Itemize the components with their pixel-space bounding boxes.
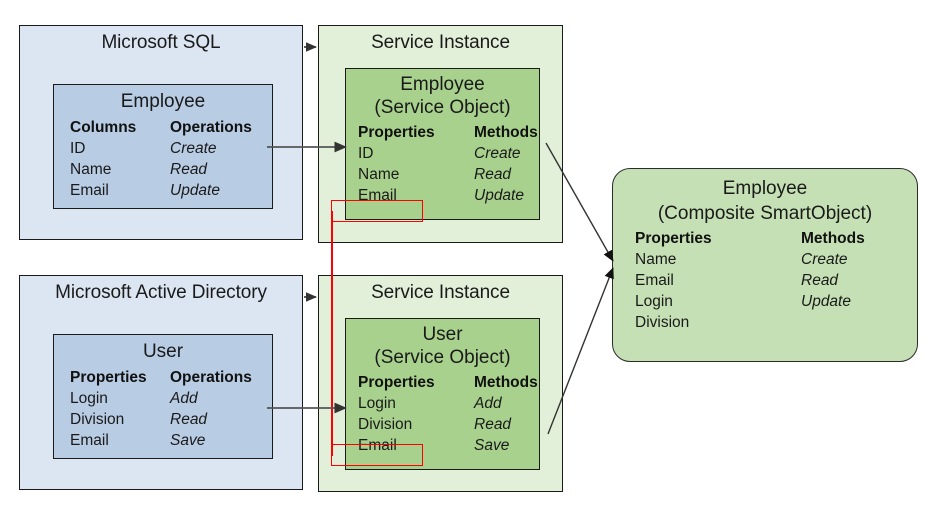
column-left-composite: Properties Name Email Login Division: [635, 228, 712, 333]
item-id: ID: [70, 140, 86, 157]
item-read: Read: [474, 416, 512, 433]
item-email: Email: [70, 182, 109, 199]
object-name-sql-employee: Employee: [120, 91, 206, 112]
header-methods: Methods: [474, 374, 538, 391]
item-name: Name: [70, 161, 112, 178]
header-columns: Columns: [70, 119, 137, 136]
source-title-active-directory: Microsoft Active Directory: [55, 282, 267, 303]
composite-smartobject-box: Employee (Composite SmartObject) Propert…: [612, 168, 918, 362]
item-create: Create: [801, 251, 848, 268]
item-division: Division: [635, 314, 690, 331]
column-left-ad-user: Properties Login Division Email: [70, 367, 147, 451]
column-right-service-employee: Methods Create Read Update: [474, 122, 538, 206]
object-table-ad-user: User Properties Login Division Email Ope…: [53, 334, 273, 459]
item-login: Login: [358, 395, 396, 412]
highlight-email-user: [331, 444, 423, 466]
header-properties: Properties: [358, 374, 435, 391]
column-right-ad-user: Operations Add Read Save: [170, 367, 252, 451]
item-add: Add: [170, 390, 198, 407]
item-email: Email: [358, 187, 397, 204]
column-left-service-user: Properties Login Division Email: [358, 372, 435, 456]
item-save: Save: [170, 432, 206, 449]
header-methods: Methods: [474, 124, 538, 141]
service-object-subtitle-employee: (Service Object): [374, 97, 511, 118]
item-save: Save: [474, 437, 510, 454]
item-login: Login: [70, 390, 108, 407]
item-login: Login: [635, 293, 673, 310]
source-box-sql: Microsoft SQL Employee Columns ID Name E…: [19, 25, 303, 240]
composite-name: Employee: [722, 178, 808, 199]
column-right-composite: Methods Create Read Update: [801, 228, 865, 312]
service-instance-title-user: Service Instance: [371, 282, 510, 303]
column-right-sql-employee: Operations Create Read Update: [170, 117, 252, 201]
header-properties: Properties: [358, 124, 435, 141]
header-operations: Operations: [170, 119, 252, 136]
highlight-email-employee: [331, 200, 423, 222]
service-object-name-user: User: [422, 324, 463, 345]
item-update: Update: [474, 187, 524, 204]
object-table-sql-employee: Employee Columns ID Name Email Operation…: [53, 84, 273, 209]
service-instance-box-user: Service Instance User (Service Object) P…: [318, 275, 563, 492]
column-left-service-employee: Properties ID Name Email: [358, 122, 435, 206]
item-read: Read: [801, 272, 839, 289]
item-name: Name: [635, 251, 677, 268]
column-left-sql-employee: Columns ID Name Email: [70, 117, 136, 201]
source-title-sql: Microsoft SQL: [101, 32, 221, 53]
item-email: Email: [358, 437, 397, 454]
service-object-subtitle-user: (Service Object): [374, 347, 511, 368]
item-add: Add: [474, 395, 502, 412]
item-division: Division: [70, 411, 125, 428]
object-name-ad-user: User: [142, 341, 184, 362]
item-create: Create: [170, 140, 217, 157]
item-read: Read: [170, 411, 208, 428]
header-operations: Operations: [170, 369, 252, 386]
item-read: Read: [474, 166, 512, 183]
composite-subtitle: (Composite SmartObject): [657, 203, 873, 224]
item-name: Name: [358, 166, 400, 183]
item-email: Email: [635, 272, 674, 289]
column-right-service-user: Methods Add Read Save: [474, 372, 538, 456]
header-properties: Properties: [70, 369, 147, 386]
service-instance-title-employee: Service Instance: [371, 32, 510, 53]
item-update: Update: [801, 293, 851, 310]
header-methods: Methods: [801, 230, 865, 247]
service-object-table-employee: Employee (Service Object) Properties ID …: [345, 68, 540, 220]
item-update: Update: [170, 182, 220, 199]
service-instance-box-employee: Service Instance Employee (Service Objec…: [318, 25, 563, 243]
item-id: ID: [358, 145, 374, 162]
source-box-active-directory: Microsoft Active Directory User Properti…: [19, 275, 303, 490]
service-object-table-user: User (Service Object) Properties Login D…: [345, 318, 540, 470]
item-create: Create: [474, 145, 521, 162]
service-object-name-employee: Employee: [400, 74, 485, 95]
item-read: Read: [170, 161, 208, 178]
item-email: Email: [70, 432, 109, 449]
highlight-link-email: [331, 211, 333, 456]
item-division: Division: [358, 416, 413, 433]
header-properties: Properties: [635, 230, 712, 247]
